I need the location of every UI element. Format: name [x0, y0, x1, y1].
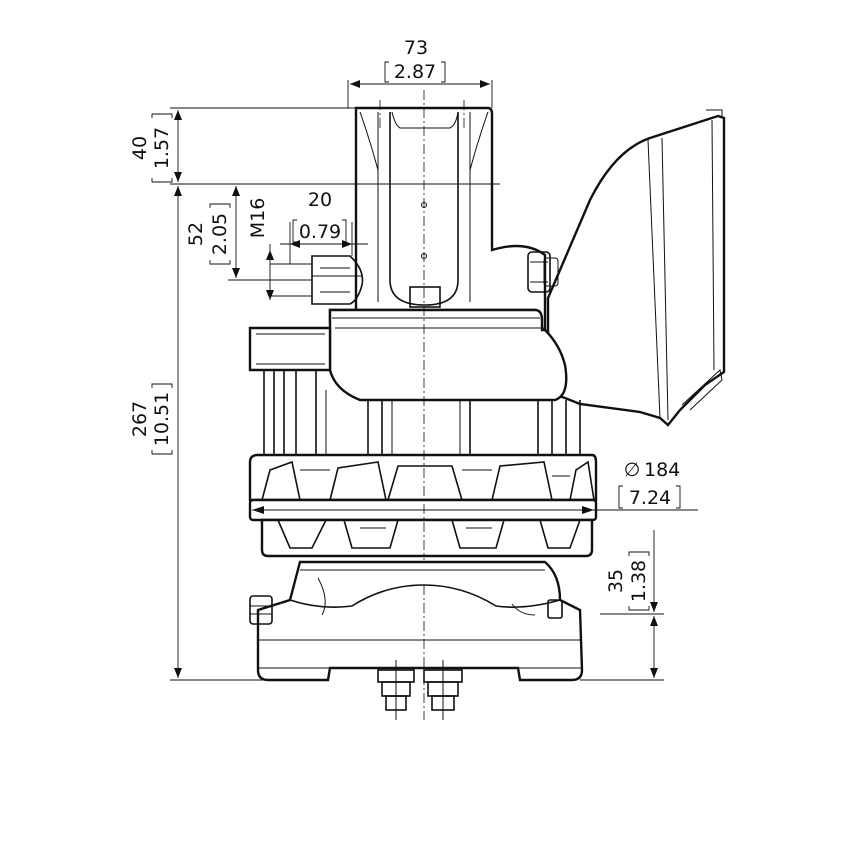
swivel-plate	[328, 308, 568, 402]
dim-thread-label: M16	[247, 198, 269, 239]
dim-offset-mm: 20	[308, 189, 332, 211]
side-bolt	[311, 255, 364, 305]
dim-base-height-mm: 35	[605, 569, 627, 593]
rotator-body	[248, 106, 726, 720]
rotator-housing-bottom	[260, 518, 594, 558]
dim-diameter-inch: 7.24	[629, 487, 671, 509]
base-bolt-right	[547, 599, 563, 619]
top-link	[328, 106, 547, 332]
yoke-nut	[527, 251, 551, 293]
dim-top-width-mm: 73	[404, 37, 428, 59]
dimension-lines	[170, 80, 698, 681]
rotator-housing-top	[248, 453, 598, 502]
inch-brackets	[151, 61, 681, 611]
dim-bolt-height-mm: 52	[185, 222, 207, 246]
dim-top-height-inch: 1.57	[151, 127, 173, 169]
centerlines	[379, 90, 465, 720]
dim-diameter-symbol: ∅	[624, 459, 641, 481]
dim-top-width-inch: 2.87	[394, 61, 436, 83]
dimension-labels: 73 2.87 40 1.57 267 10.51 52 2.05 M16 20…	[129, 37, 680, 602]
dim-total-height-inch: 10.51	[151, 392, 173, 446]
dim-diameter-mm: 184	[644, 459, 680, 481]
base-bolt-left	[249, 595, 273, 625]
dim-bolt-height-inch: 2.05	[209, 213, 231, 255]
hydraulic-fittings	[377, 660, 463, 720]
dim-top-height-mm: 40	[129, 136, 151, 160]
link-arms	[263, 370, 581, 455]
left-lug	[248, 326, 332, 372]
hose-guard	[546, 114, 726, 427]
dim-total-height-mm: 267	[129, 401, 151, 437]
rotator-base	[256, 560, 584, 682]
dim-base-height-inch: 1.38	[628, 560, 650, 602]
dim-offset-inch: 0.79	[299, 221, 341, 243]
